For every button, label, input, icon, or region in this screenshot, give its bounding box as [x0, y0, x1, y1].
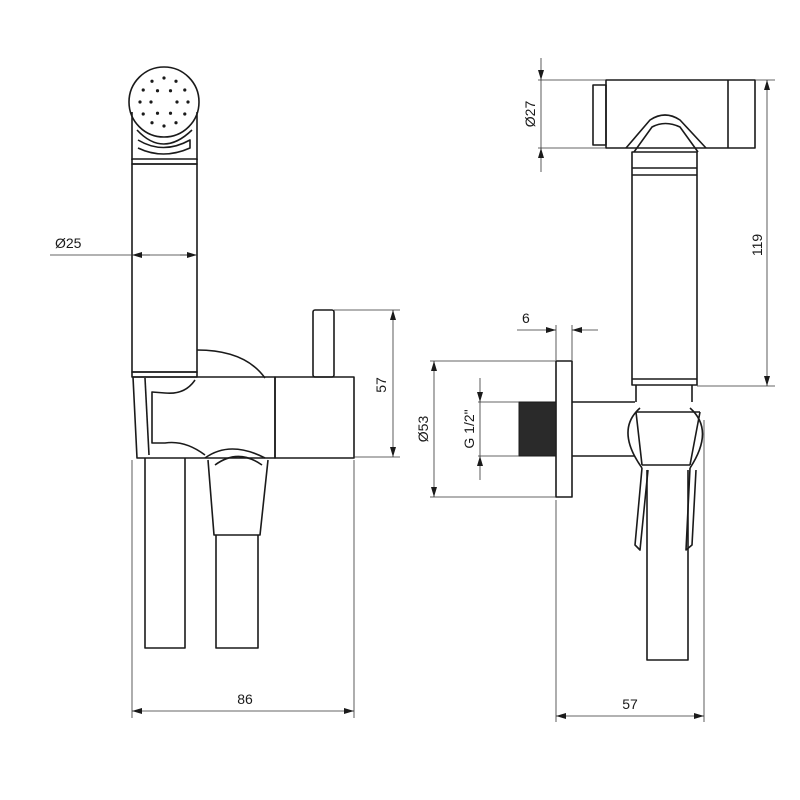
valve-pipe: [572, 401, 635, 457]
spray-hole: [186, 100, 190, 104]
spray-hole: [183, 88, 187, 92]
spray-hole: [149, 100, 153, 104]
spray-holes: [138, 76, 190, 128]
spray-nozzle-face: [128, 66, 200, 138]
dim-label: Ø27: [522, 101, 538, 128]
dim-plate-diameter: Ø53: [415, 360, 556, 498]
spray-head-side: [592, 79, 756, 153]
spray-hole: [183, 112, 187, 116]
hose-connector: [207, 455, 269, 536]
valve: [274, 309, 355, 459]
spray-hole: [168, 111, 173, 115]
handset-body-side: [631, 151, 698, 386]
dim-thread: G 1/2": [461, 378, 519, 480]
dim-label: Ø53: [415, 416, 431, 443]
spray-hole: [141, 88, 145, 92]
spray-hole: [162, 124, 166, 128]
side-view: Ø27 119 6 Ø53 G 1/2": [415, 58, 775, 722]
spray-hole: [141, 112, 145, 116]
dim-valve-height: 57: [334, 309, 400, 458]
spray-hole: [174, 79, 178, 83]
dim-handset-length: 119: [697, 79, 775, 387]
spray-hole: [150, 121, 154, 125]
dim-total-width: 86: [131, 460, 355, 718]
dim-label: Ø25: [55, 235, 82, 251]
spray-hole: [162, 76, 166, 80]
spray-head: [128, 66, 200, 165]
spray-hole: [168, 89, 173, 93]
dim-handle-diameter: Ø25: [50, 235, 197, 258]
hose: [144, 458, 259, 649]
spray-hole: [174, 121, 178, 125]
spray-hole: [155, 111, 160, 115]
holder-clip-side: [627, 385, 704, 551]
spray-hole: [150, 79, 154, 83]
spray-hole: [138, 100, 142, 104]
hose-side: [646, 470, 689, 661]
handset-body: [131, 163, 198, 373]
dim-label: 119: [749, 234, 765, 257]
wall-plate: [555, 360, 573, 498]
thread-connector: [518, 401, 557, 457]
dim-label: G 1/2": [461, 409, 477, 448]
valve-knob: [312, 309, 335, 378]
dim-label: 57: [373, 377, 389, 393]
dim-depth: 57: [555, 420, 705, 722]
dim-label: 6: [522, 310, 530, 326]
wall-holder: [132, 376, 276, 459]
spray-hole: [155, 89, 160, 93]
spray-hole: [175, 100, 179, 104]
holder-back-arc: [196, 349, 266, 379]
dim-label: 86: [237, 691, 253, 707]
dim-head-diameter: Ø27: [522, 58, 606, 172]
dim-plate-thickness: 6: [517, 310, 598, 360]
front-view: Ø25 57 86: [50, 66, 400, 718]
dim-label: 57: [622, 696, 638, 712]
